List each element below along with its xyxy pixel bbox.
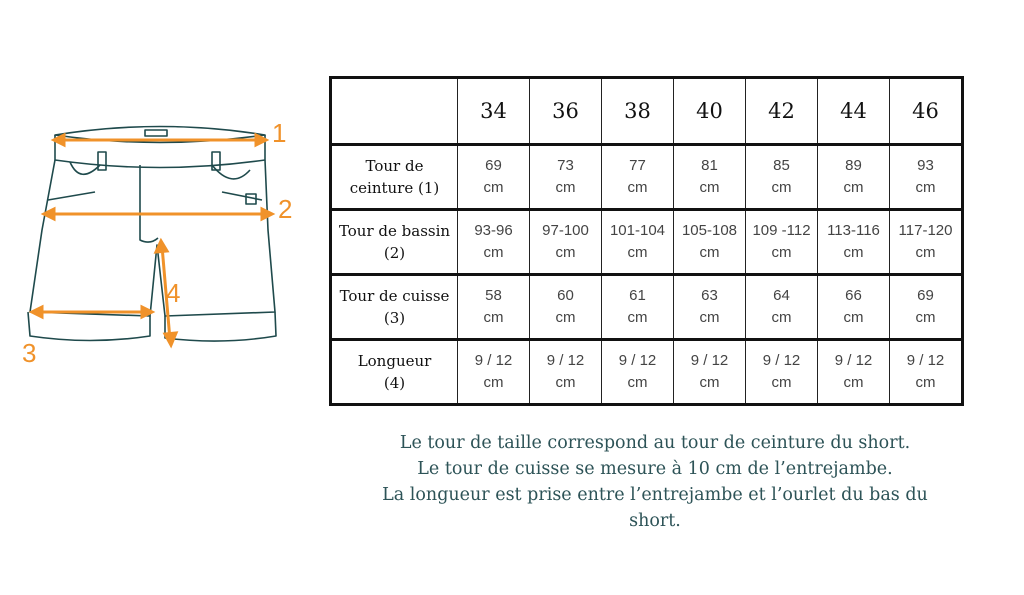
note-line: Le tour de taille correspond au tour de … bbox=[399, 433, 911, 453]
measure-label-2: 2 bbox=[278, 194, 292, 224]
note-line: Le tour de cuisse se mesure à 10 cm de l… bbox=[417, 459, 893, 479]
row-label-length: Longueur(4) bbox=[330, 339, 458, 405]
corner-cell bbox=[330, 77, 458, 145]
note-line: La longueur est prise entre l’entrejambe… bbox=[382, 485, 928, 505]
size-notes: Le tour de taille correspond au tour de … bbox=[320, 430, 990, 534]
measure-label-1: 1 bbox=[272, 118, 286, 148]
size-header: 44 bbox=[817, 77, 890, 145]
size-header: 34 bbox=[457, 77, 530, 145]
size-header: 38 bbox=[601, 77, 674, 145]
shorts-outline bbox=[27, 125, 277, 342]
row-label-hip: Tour de bassin(2) bbox=[330, 209, 458, 275]
note-line: short. bbox=[629, 511, 681, 531]
size-header: 42 bbox=[745, 77, 818, 145]
shorts-measurement-diagram: 1 2 3 4 bbox=[22, 118, 292, 368]
measure-label-4: 4 bbox=[166, 278, 180, 308]
measurement-lines bbox=[28, 132, 276, 349]
size-header: 36 bbox=[529, 77, 602, 145]
size-header: 40 bbox=[673, 77, 746, 145]
measure-label-3: 3 bbox=[22, 338, 36, 368]
size-header-row: 34 36 38 40 42 44 46 bbox=[330, 77, 963, 145]
row-label-thigh: Tour de cuisse(3) bbox=[330, 274, 458, 340]
size-header: 46 bbox=[889, 77, 963, 145]
